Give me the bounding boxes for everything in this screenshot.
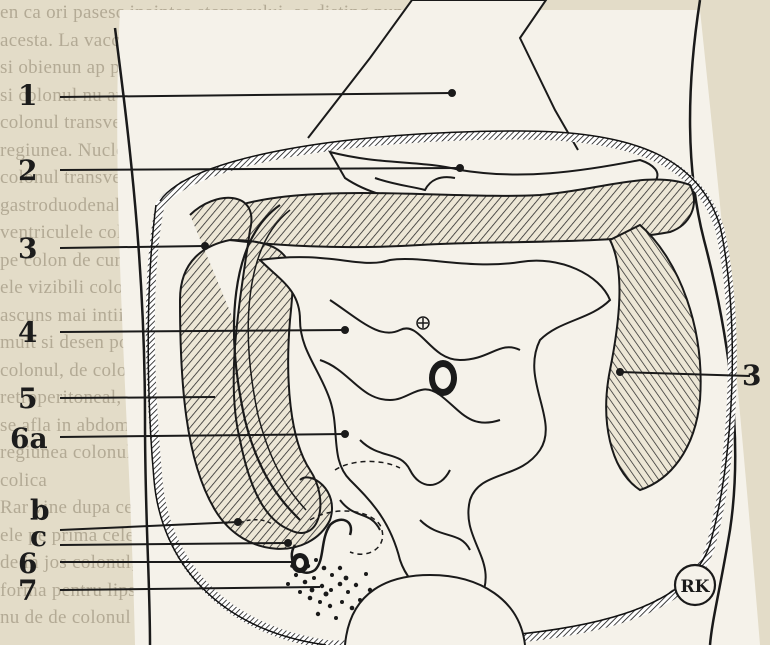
artist-monogram: RK — [675, 565, 715, 605]
svg-text:RK: RK — [681, 577, 711, 597]
label-5: 5 — [18, 382, 37, 415]
label-2: 2 — [18, 154, 37, 187]
label-3-right: 3 — [742, 359, 761, 392]
label-7: 7 — [18, 574, 37, 607]
label-6a: 6a — [10, 422, 48, 455]
label-1: 1 — [18, 79, 37, 112]
label-4: 4 — [18, 316, 37, 349]
label-3-left: 3 — [18, 232, 37, 265]
umbilicus-marker — [417, 317, 429, 329]
